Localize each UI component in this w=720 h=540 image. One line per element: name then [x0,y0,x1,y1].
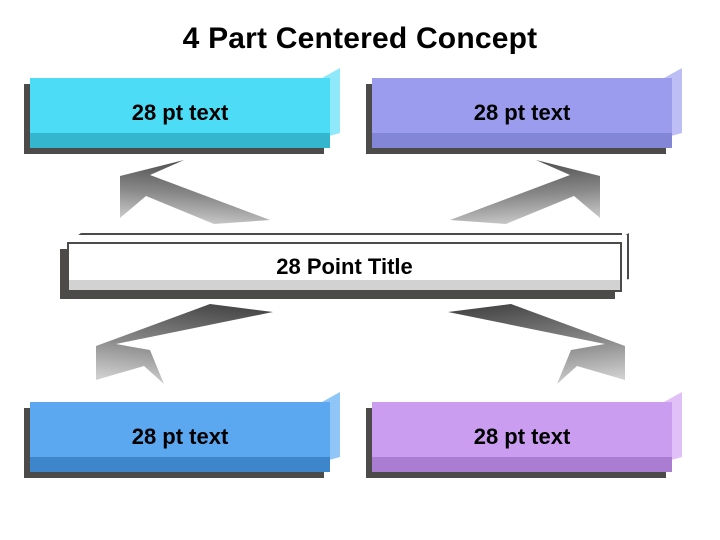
concept-box-top-right[interactable]: 28 pt text [366,78,666,154]
center-box-label: 28 Point Title [276,254,413,279]
center-title-box[interactable]: 28 Point Title [60,233,615,299]
arrow-up-left-icon [90,158,270,240]
concept-box-bottom-left[interactable]: 28 pt text [24,402,324,478]
center-box-top-face [67,233,622,243]
box-bottom-bevel [372,457,672,472]
box-label: 28 pt text [473,100,571,125]
box-label: 28 pt text [131,424,229,449]
arrow-down-left-icon [88,300,273,386]
arrow-up-right-icon [450,158,630,240]
center-box-bottom-bevel [67,280,622,292]
box-bottom-bevel [372,133,672,148]
page-title: 4 Part Centered Concept [182,22,538,55]
concept-box-top-left[interactable]: 28 pt text [24,78,324,154]
concept-box-bottom-right[interactable]: 28 pt text [366,402,666,478]
box-label: 28 pt text [473,424,571,449]
box-label: 28 pt text [131,100,229,125]
box-bottom-bevel [30,457,330,472]
arrow-down-right-icon [448,300,633,386]
box-bottom-bevel [30,133,330,148]
